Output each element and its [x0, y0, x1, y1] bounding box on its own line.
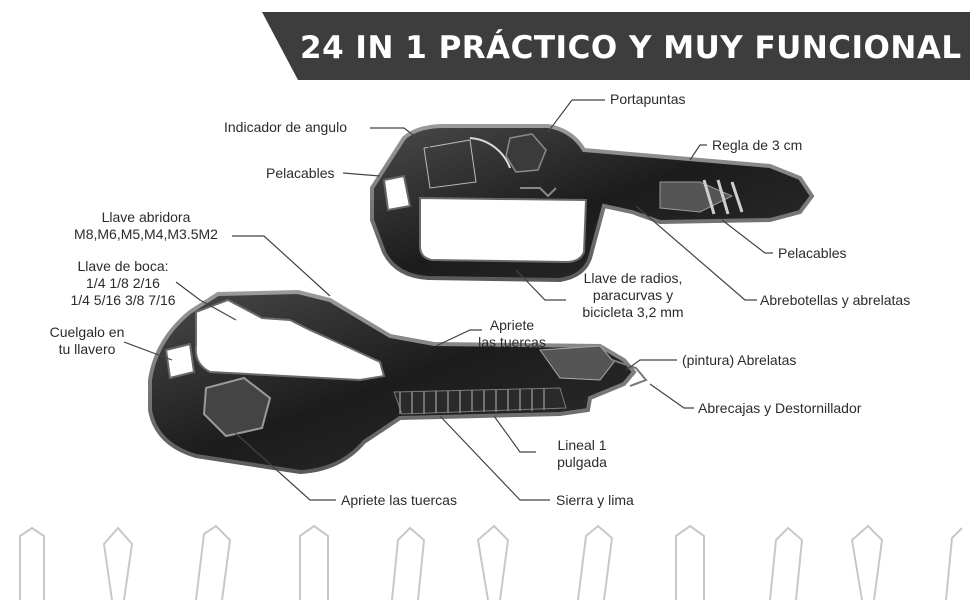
label-llave-boca: Llave de boca: 1/4 1/8 2/16 1/4 5/16 3/8…: [70, 258, 176, 308]
label-pelacables-top: Pelacables: [266, 165, 335, 181]
label-pelacables-right: Pelacables: [778, 245, 847, 261]
label-pintura-abrelatas: (pintura) Abrelatas: [682, 352, 797, 368]
tool-silhouettes-strip: [19, 524, 963, 600]
label-abrecajas: Abrecajas y Destornillador: [698, 400, 862, 416]
label-sierra-lima: Sierra y lima: [556, 492, 634, 508]
label-portapuntas: Portapuntas: [610, 91, 686, 107]
bottom-key-tool: [148, 289, 648, 475]
label-indicador-angulo: Indicador de angulo: [224, 119, 347, 135]
label-abrebotellas: Abrebotellas y abrelatas: [760, 292, 911, 308]
label-cuelgalo: Cuelgalo en tu llavero: [49, 324, 125, 357]
label-lineal-pulgada: Lineal 1 pulgada: [557, 437, 607, 470]
leader-lines: [123, 99, 773, 501]
title-banner: [262, 12, 970, 80]
label-apriete-tuercas-bottom: Apriete las tuercas: [341, 492, 457, 508]
banner-title: 24 IN 1 PRÁCTICO Y MUY FUNCIONAL: [300, 30, 962, 66]
label-regla-3cm: Regla de 3 cm: [712, 137, 803, 153]
top-key-tool: [370, 124, 815, 283]
label-llave-abridora: Llave abridora M8,M6,M5,M4,M3.5M2: [74, 209, 218, 242]
label-llave-radios: Llave de radios, paracurvas y bicicleta …: [582, 270, 684, 320]
label-apriete-tuercas-top: Apriete las tuercas: [478, 317, 546, 350]
